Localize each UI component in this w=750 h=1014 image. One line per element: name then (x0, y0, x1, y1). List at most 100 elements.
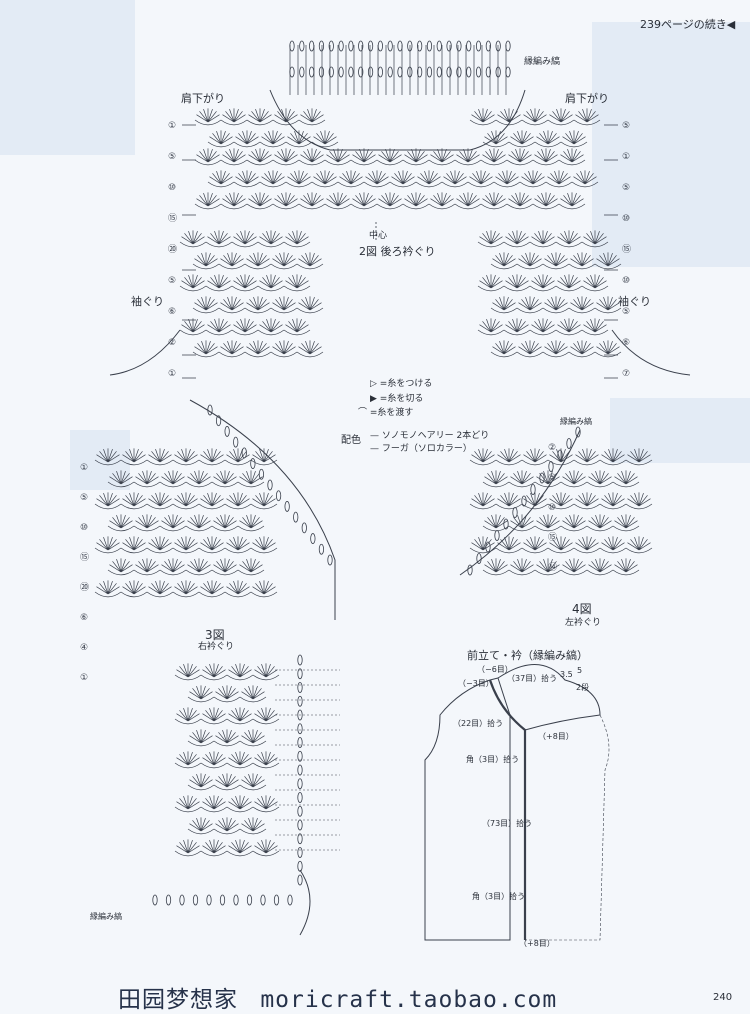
fig2-row-mark-left: ① (168, 121, 176, 131)
fig3-edging-ovals (310, 533, 316, 544)
fig2-edging-ovals (407, 40, 413, 52)
fig2-row-mark-left: ① (168, 369, 176, 379)
fig4-number: 4図 (572, 602, 592, 616)
fig2-edging-ovals (417, 40, 423, 52)
fig2-edging-ovals (426, 40, 433, 52)
continued-from-label: 239ページの続き◀ (640, 18, 736, 31)
fig2-row-mark-left: ⑩ (168, 183, 176, 193)
fig3-dashed-rows (275, 669, 340, 851)
legend-color-2: — フーガ（ソロカラー） (370, 444, 472, 454)
fig3-row-mark: ⑳ (80, 582, 89, 593)
show-through-top-right (592, 22, 750, 267)
fig2-edging-ovals (475, 40, 482, 52)
fig3-row-mark: ① (80, 463, 88, 473)
fig3-edging-ovals (284, 501, 290, 512)
fig2-edging-ovals (456, 66, 462, 78)
fig4-edging-ovals (485, 541, 491, 553)
fig4-row-mark: ⑭ (548, 562, 557, 573)
fig2-armhole-lines (109, 329, 691, 376)
fig2-edging-ovals (446, 40, 452, 52)
page-number: 240 (713, 992, 733, 1003)
fig4-shells (469, 448, 653, 576)
front-title: 前立て・衿（縁編み縞） (467, 649, 588, 662)
fig4-edging-ovals (566, 438, 572, 449)
fig3-edging-ovals (297, 792, 303, 803)
fig2-edging-ovals (436, 66, 442, 78)
fig3-row-mark: ① (80, 673, 88, 683)
fig2-row-mark-right: ① (622, 152, 630, 162)
fig4-row-mark: ⑮ (548, 532, 557, 543)
front-m22: （22目）拾う (453, 719, 504, 728)
fig3-edging-ovals (297, 778, 303, 790)
fig3-row-mark: ⑥ (80, 613, 88, 623)
fig2-edging-ovals (358, 40, 364, 52)
fig2-edging-ovals (299, 40, 305, 52)
fig3-edging-ovals (258, 468, 265, 480)
fig2-edging-ovals (338, 66, 344, 78)
front-val35: 3.5 (560, 670, 573, 679)
fig2-edging-ovals (328, 66, 334, 78)
fig3-edging-ovals (318, 543, 325, 555)
fig2-row-mark-right: ⑤ (622, 183, 630, 193)
fig2-edging-ovals (505, 66, 511, 78)
fig3-edging-ovals-bottom (273, 894, 280, 906)
fig4-edging-ovals (512, 507, 518, 518)
front-m73: （73目）拾う (482, 819, 533, 828)
fig3-shells-upper (94, 448, 278, 598)
fig2-neckline (269, 89, 526, 151)
fig2-edging-ovals (505, 40, 511, 52)
fig4-row-mark: ⑩ (548, 503, 556, 513)
fig2-edging-ovals (485, 40, 491, 52)
fig2-edging-ovals (318, 66, 325, 78)
fig4-edging-ovals (557, 449, 563, 461)
front-val5: 5 (577, 666, 583, 675)
front-m3: （−3目） (458, 679, 494, 688)
fig2-edging-ovals (367, 66, 374, 78)
front-corner1: 角（3目）拾う (466, 755, 520, 764)
fig4-edging-ovals (467, 564, 473, 576)
fig3-edging-ovals-bottom (260, 894, 266, 906)
fig2-edging-ovals (289, 66, 295, 78)
fig3-edging-ovals-bottom (179, 894, 185, 906)
front-collar-outline (497, 664, 601, 731)
front-m8a: （+8目） (538, 732, 574, 741)
show-through-left-mid (70, 430, 130, 490)
fig3-edging-ovals-bottom (233, 894, 239, 906)
fig3-edging-ovals-bottom (152, 894, 158, 906)
fig4-caption: 左衿ぐり (565, 618, 602, 628)
fig2-edging-ovals (495, 66, 501, 78)
fig4-edging-ovals (494, 530, 500, 541)
fig4-edging-label: 縁編み縞 (560, 417, 592, 426)
fig2-row-mark-left: ⑳ (168, 244, 177, 255)
fig2-edging-ovals (397, 66, 403, 78)
fig3-edging-ovals (241, 447, 247, 459)
fig2-edging-ovals (309, 40, 315, 52)
fig2-edging-ovals (466, 40, 472, 52)
fig3-edging-label: 縁編み縞 (90, 912, 122, 921)
fig3-edging-ovals (297, 695, 303, 707)
fig2-edging-ovals (289, 40, 295, 52)
show-through-top-left (0, 0, 135, 155)
fig3-edging-ovals (267, 479, 273, 491)
show-through-right-mid (610, 398, 750, 463)
fig3-edging-ovals (297, 764, 303, 776)
fig4-row-mark: ② (548, 443, 556, 453)
fig2-row-mark-right: ⑦ (622, 369, 630, 379)
fig3-edging-ovals (297, 723, 303, 735)
fig3-edging-ovals (301, 522, 307, 534)
fig2-shells-yoke (194, 148, 599, 210)
fig3-edging-ovals-bottom (287, 894, 293, 906)
fig2-row-mark-left: ⑤ (168, 152, 176, 162)
fig2-row-mark-right: ⑩ (622, 276, 630, 286)
fig3-edging-ovals (215, 415, 222, 427)
fig3-edging-ovals (297, 833, 303, 845)
fig3-edging-ovals (297, 737, 303, 748)
fig3-edging-ovals (297, 654, 303, 666)
fig2-edging-ovals (377, 40, 383, 52)
fig4-edging-ovals (521, 495, 527, 507)
fig3-number: 3図 (205, 628, 225, 642)
fig3-edging-ovals (297, 874, 303, 886)
fig2-edging-ovals (338, 40, 344, 52)
